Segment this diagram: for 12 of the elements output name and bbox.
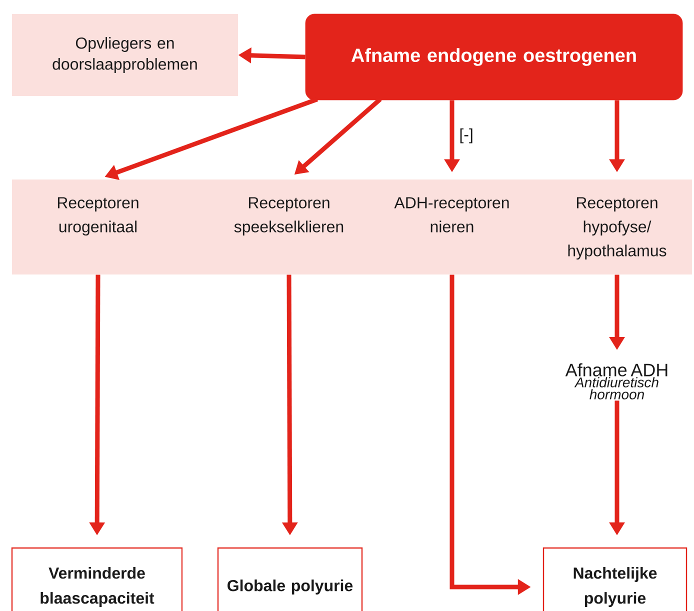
effect-text: Afname ADH Antidiuretisch hormoon: [565, 363, 668, 400]
receptor-band: [12, 180, 692, 274]
cause-box: Afname endogene oestrogenen: [305, 14, 683, 100]
symptom-box: Opvliegers en doorslaapproblemen: [12, 14, 238, 96]
edge-label: [-]: [458, 127, 474, 144]
outcome-box: Verminderde blaascapaciteit: [11, 547, 183, 611]
receptor-label: ADH-receptoren nieren: [394, 197, 509, 232]
outcome-box: Nachtelijke polyurie: [542, 547, 688, 611]
receptor-label: Receptoren speekselklieren: [234, 197, 344, 236]
receptor-label: Receptoren hypofyse/ hypothalamus: [568, 197, 666, 260]
outcome-box: Globale polyurie: [217, 547, 363, 611]
receptor-label: Receptoren urogenitaal: [58, 197, 138, 236]
